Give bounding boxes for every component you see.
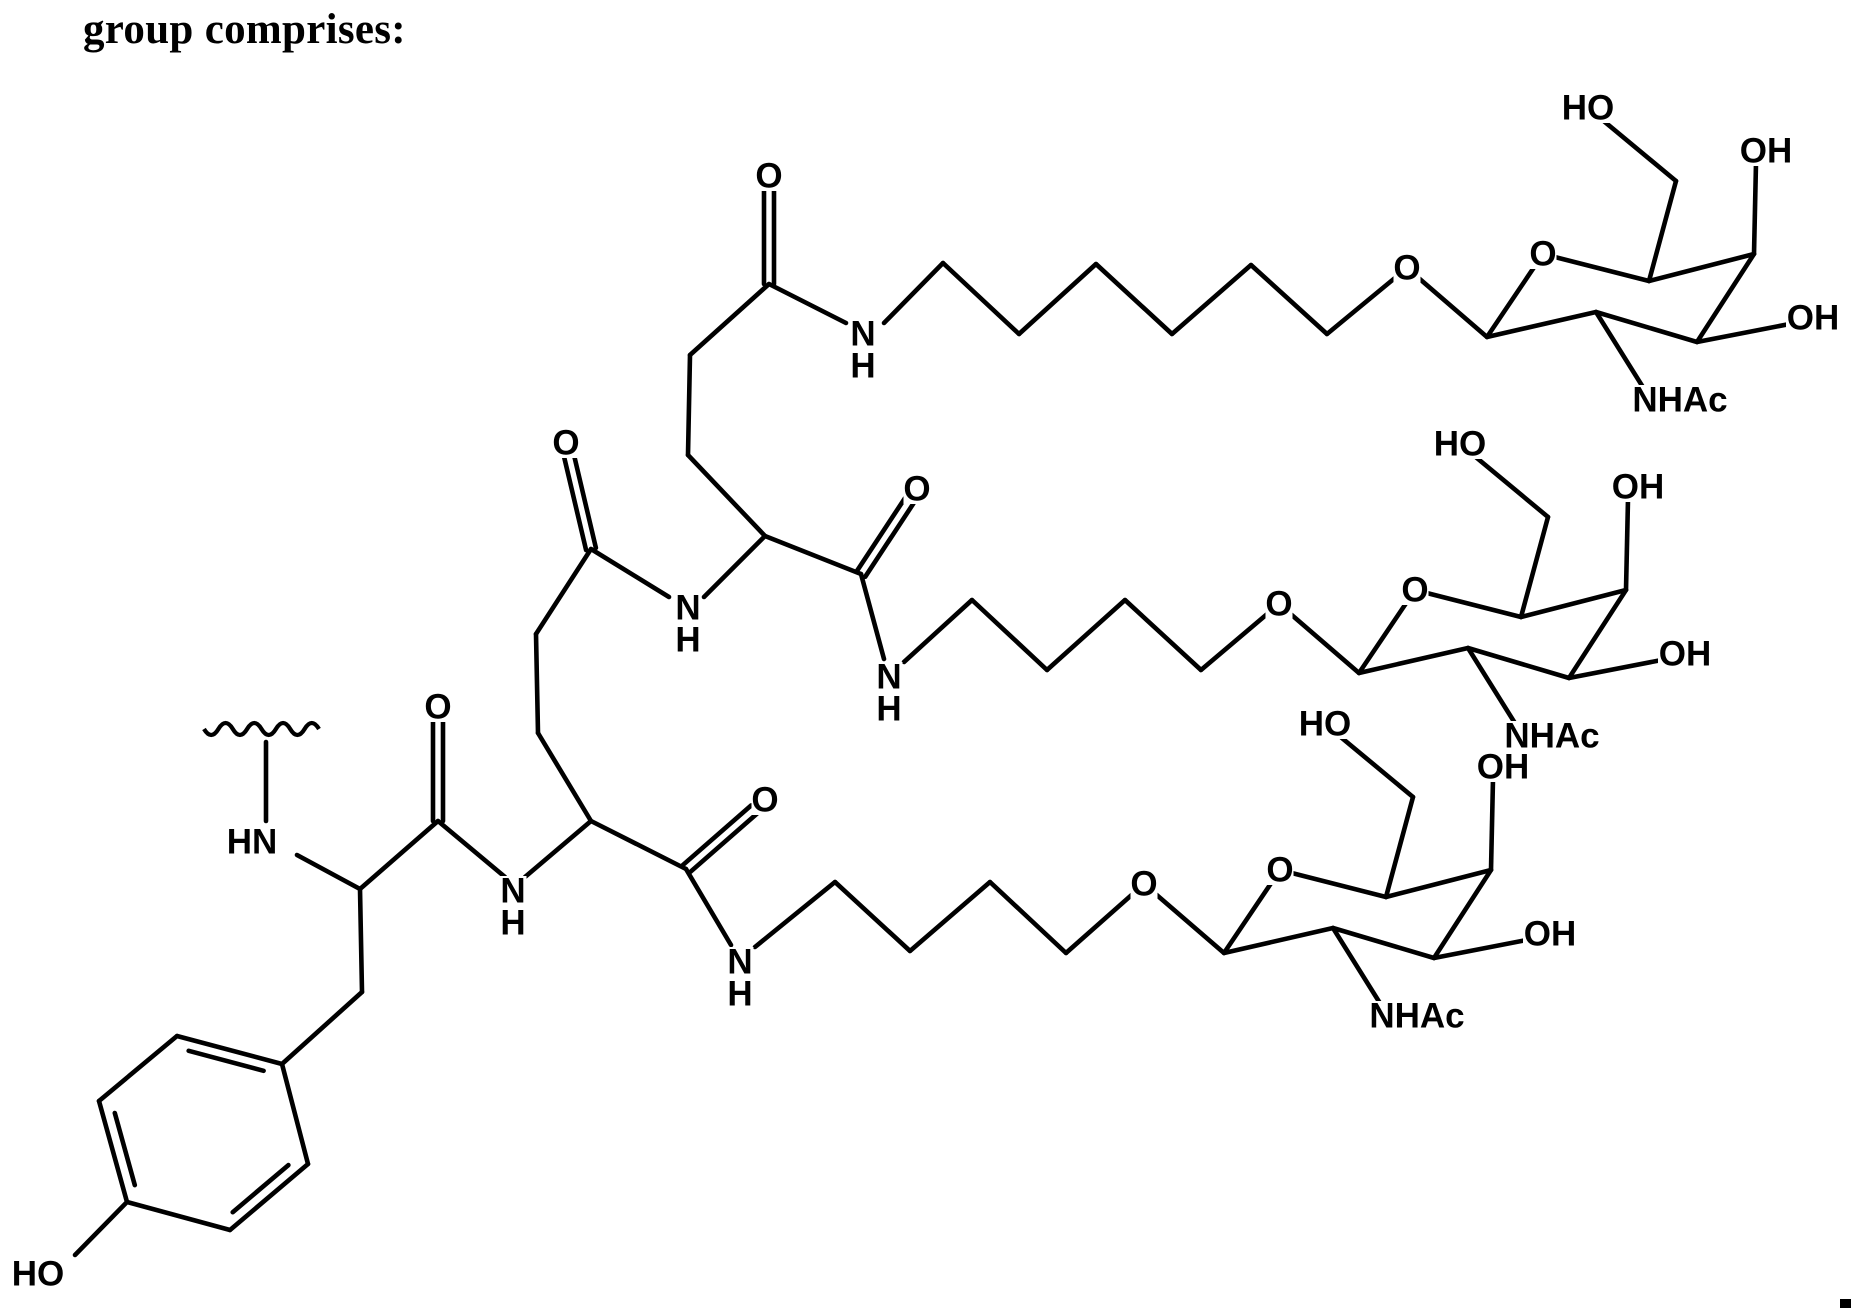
svg-text:OH: OH [1612, 468, 1665, 507]
svg-text:OH: OH [1659, 635, 1712, 674]
svg-text:H: H [500, 904, 525, 943]
svg-text:HO: HO [12, 1255, 65, 1294]
svg-text:NHAc: NHAc [1369, 997, 1464, 1036]
svg-text:H: H [850, 347, 875, 386]
svg-text:O: O [1130, 865, 1157, 904]
svg-text:O: O [1265, 585, 1292, 624]
svg-text:O: O [903, 470, 930, 509]
svg-text:O: O [1393, 249, 1420, 288]
svg-text:N: N [876, 658, 901, 697]
svg-text:O: O [1266, 851, 1293, 890]
svg-text:H: H [876, 690, 901, 729]
svg-text:HN: HN [227, 823, 278, 862]
svg-text:HO: HO [1434, 425, 1487, 464]
svg-text:N: N [675, 589, 700, 628]
svg-text:O: O [1401, 571, 1428, 610]
svg-text:OH: OH [1740, 132, 1793, 171]
svg-text:N: N [727, 943, 752, 982]
svg-text:O: O [1529, 235, 1556, 274]
svg-text:NHAc: NHAc [1632, 381, 1727, 420]
svg-text:HO: HO [1299, 705, 1352, 744]
svg-text:N: N [500, 872, 525, 911]
svg-text:N: N [850, 315, 875, 354]
svg-text:O: O [755, 157, 782, 196]
svg-text:O: O [552, 424, 579, 463]
svg-text:NHAc: NHAc [1504, 717, 1599, 756]
svg-text:H: H [675, 621, 700, 660]
svg-text:OH: OH [1787, 299, 1840, 338]
svg-text:OH: OH [1524, 915, 1577, 954]
svg-text:O: O [751, 781, 778, 820]
svg-text:OH: OH [1477, 748, 1530, 787]
svg-text:H: H [727, 975, 752, 1014]
svg-text:HO: HO [1562, 89, 1615, 128]
svg-text:O: O [424, 688, 451, 727]
